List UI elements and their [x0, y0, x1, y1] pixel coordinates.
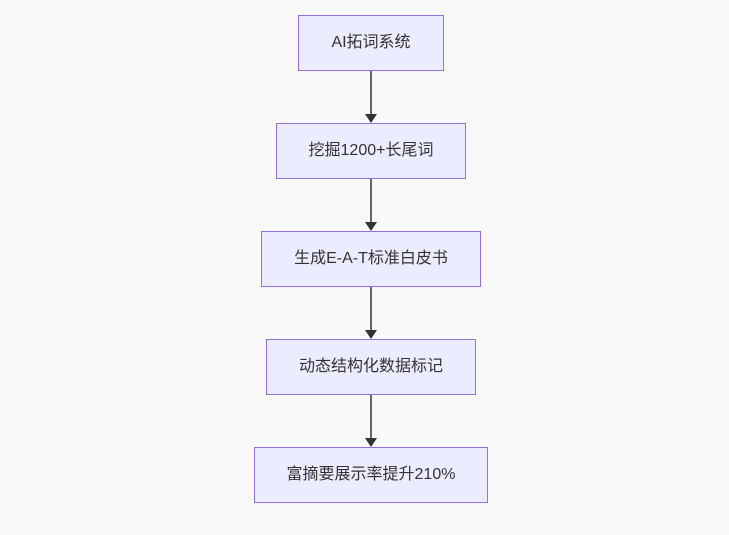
flowchart-node: 挖掘1200+长尾词 [275, 123, 467, 179]
node-label: AI拓词系统 [331, 34, 411, 51]
arrowhead-icon [365, 438, 377, 447]
arrow-line [370, 71, 372, 114]
arrow-line [370, 395, 372, 438]
edge-arrow [365, 287, 377, 339]
node-label: 挖掘1200+长尾词 [308, 142, 434, 159]
edge-arrow [365, 395, 377, 447]
flowchart: AI拓词系统 挖掘1200+长尾词 生成E-A-T标准白皮书 动态结构化数据标记… [0, 15, 729, 503]
edge-arrow [365, 71, 377, 123]
node-label: 动态结构化数据标记 [298, 358, 443, 375]
node-label: 生成E-A-T标准白皮书 [294, 250, 448, 267]
arrowhead-icon [365, 222, 377, 231]
flowchart-node: 富摘要展示率提升210% [253, 447, 489, 503]
edge-arrow [365, 179, 377, 231]
flowchart-node: AI拓词系统 [298, 15, 444, 71]
arrow-line [370, 287, 372, 330]
flowchart-node: 动态结构化数据标记 [265, 339, 476, 395]
arrowhead-icon [365, 330, 377, 339]
arrow-line [370, 179, 372, 222]
flowchart-node: 生成E-A-T标准白皮书 [261, 231, 481, 287]
arrowhead-icon [365, 114, 377, 123]
node-label: 富摘要展示率提升210% [286, 466, 456, 483]
